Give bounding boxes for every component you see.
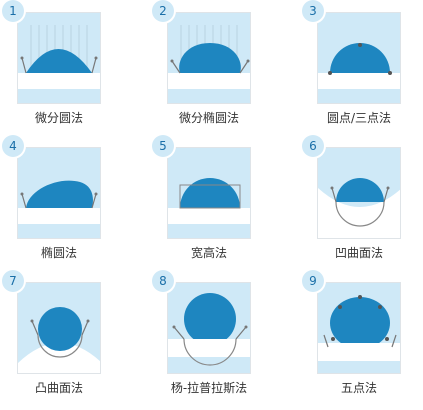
method-illustration [17, 282, 101, 374]
droplet [180, 178, 240, 208]
method-card-9[interactable]: 9 五点法 [300, 270, 423, 405]
method-illustration [167, 12, 251, 104]
method-label: 圆点/三点法 [326, 111, 392, 125]
method-label: 五点法 [340, 381, 377, 395]
concave-surface [318, 188, 400, 238]
method-label: 微分椭圆法 [178, 111, 239, 125]
droplet [330, 297, 390, 349]
substrate [18, 208, 100, 224]
substrate [318, 73, 400, 89]
method-label: 凸曲面法 [34, 381, 83, 395]
droplet [179, 43, 241, 73]
method-number-badge: 6 [302, 135, 324, 157]
method-card-3[interactable]: 3 圆点/三点法 [300, 0, 423, 135]
convex-surface [18, 343, 100, 373]
method-card-7[interactable]: 7 凸曲面法 [0, 270, 130, 405]
method-card-1[interactable]: 1 微分圆法 [0, 0, 130, 135]
method-label: 宽高法 [190, 246, 227, 260]
method-card-2[interactable]: 2 微分椭圆法 [150, 0, 280, 135]
method-number-badge: 1 [2, 0, 24, 22]
method-label: 杨-拉普拉斯法 [170, 381, 248, 395]
method-number-badge: 5 [152, 135, 174, 157]
droplet [330, 43, 390, 73]
substrate [318, 343, 400, 361]
method-card-5[interactable]: 5 宽高法 [150, 135, 280, 270]
method-number-badge: 9 [302, 270, 324, 292]
method-card-6[interactable]: 6 凹曲面法 [300, 135, 423, 270]
method-number-badge: 8 [152, 270, 174, 292]
substrate [168, 339, 250, 357]
method-card-8[interactable]: 8 杨-拉普拉斯法 [150, 270, 280, 405]
droplet [38, 307, 82, 351]
substrate [168, 208, 250, 224]
droplet [26, 180, 93, 208]
droplet [26, 49, 92, 73]
method-number-badge: 4 [2, 135, 24, 157]
method-illustration [317, 12, 401, 104]
method-label: 微分圆法 [34, 111, 83, 125]
droplet [336, 178, 384, 202]
width-height-box [179, 184, 241, 209]
method-label: 凹曲面法 [334, 246, 383, 260]
method-card-4[interactable]: 4 椭圆法 [0, 135, 130, 270]
method-number-badge: 3 [302, 0, 324, 22]
method-number-badge: 7 [2, 270, 24, 292]
method-illustration [167, 147, 251, 239]
droplet [184, 293, 236, 345]
method-illustration [317, 282, 401, 374]
substrate [18, 73, 100, 89]
method-illustration [167, 282, 251, 374]
method-illustration [317, 147, 401, 239]
method-label: 椭圆法 [40, 246, 77, 260]
method-illustration [17, 147, 101, 239]
method-number-badge: 2 [152, 0, 174, 22]
substrate [168, 73, 250, 89]
method-illustration [17, 12, 101, 104]
